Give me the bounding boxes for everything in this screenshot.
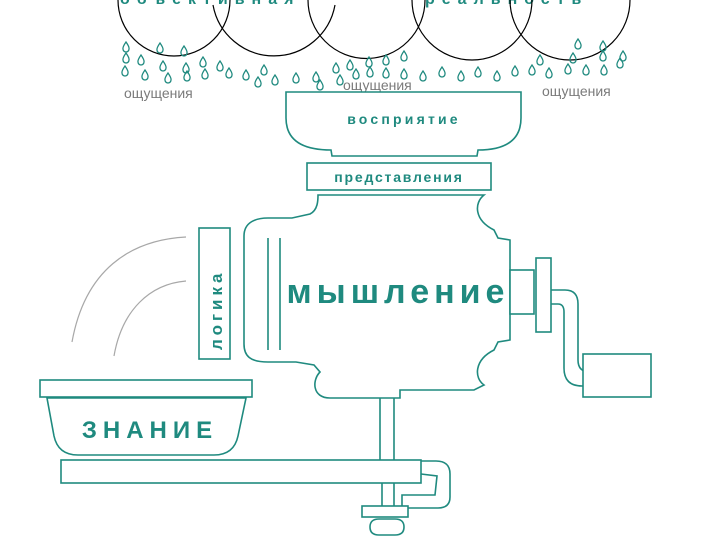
raindrop xyxy=(336,73,344,86)
raindrop xyxy=(582,63,590,76)
neck-box xyxy=(306,162,492,191)
raindrops xyxy=(121,37,627,91)
raindrop xyxy=(242,68,250,81)
raindrop xyxy=(141,68,149,81)
grinder-body xyxy=(243,194,511,399)
raindrop xyxy=(121,64,129,77)
raindrop xyxy=(260,63,268,76)
raindrop xyxy=(312,70,320,83)
raindrop xyxy=(457,69,465,82)
raindrop xyxy=(419,69,427,82)
raindrop xyxy=(564,62,572,75)
raindrop xyxy=(122,51,130,64)
raindrop xyxy=(216,59,224,72)
raindrop xyxy=(346,58,354,71)
raindrop xyxy=(254,75,262,88)
raindrop xyxy=(528,63,536,76)
raindrop xyxy=(400,67,408,80)
raindrop xyxy=(180,44,188,57)
raindrop xyxy=(619,49,627,62)
clamp-pad xyxy=(361,505,409,518)
raindrop xyxy=(183,69,191,82)
raindrop xyxy=(156,41,164,54)
raindrop xyxy=(438,65,446,78)
top-text-right: реальность xyxy=(425,0,588,8)
cloud-arc-2 xyxy=(212,4,336,57)
sensation-label-right: ощущения xyxy=(542,83,611,99)
raindrop xyxy=(511,64,519,77)
raindrop xyxy=(599,49,607,62)
sensation-label-center: ощущения xyxy=(343,77,412,93)
sensation-label-left: ощущения xyxy=(124,85,193,101)
raindrop xyxy=(382,53,390,66)
raindrop xyxy=(164,71,172,84)
raindrop xyxy=(474,65,482,78)
top-text-left: объективная xyxy=(120,0,300,8)
raindrop xyxy=(271,73,279,86)
raindrop xyxy=(352,67,360,80)
logic-label: логика xyxy=(207,270,226,350)
table-platform xyxy=(60,459,422,484)
raindrop xyxy=(574,37,582,50)
cloud-arc-4 xyxy=(411,0,533,61)
raindrop xyxy=(536,53,544,66)
raindrop xyxy=(199,55,207,68)
raindrop xyxy=(365,55,373,68)
funnel xyxy=(285,91,522,157)
raindrop xyxy=(316,78,324,91)
bowl-rim xyxy=(39,379,253,398)
cloud-arc-1 xyxy=(117,0,231,57)
raindrop xyxy=(332,61,340,74)
barrel-lines xyxy=(267,238,281,350)
guide-line-outer xyxy=(71,236,187,343)
raindrop xyxy=(137,53,145,66)
raindrop xyxy=(159,59,167,72)
raindrop xyxy=(616,56,624,69)
raindrop xyxy=(400,49,408,62)
guide-line-inner xyxy=(113,280,187,357)
raindrop xyxy=(600,63,608,76)
feed-tube xyxy=(379,390,395,460)
cloud-arc-5 xyxy=(509,0,631,61)
raindrop xyxy=(569,51,577,64)
logic-box xyxy=(198,227,231,360)
bowl-label: ЗНАНИЕ xyxy=(82,417,218,444)
raindrop xyxy=(122,40,130,53)
raindrop xyxy=(292,71,300,84)
cloud-arc-3 xyxy=(307,0,426,60)
crank-handle xyxy=(582,353,652,398)
raindrop xyxy=(545,66,553,79)
funnel-label: восприятие xyxy=(347,111,461,127)
main-label: мышление xyxy=(287,273,510,311)
crank-collar xyxy=(509,269,535,315)
raindrop xyxy=(599,39,607,52)
raindrop xyxy=(366,65,374,78)
crank-flange xyxy=(535,257,552,333)
bowl xyxy=(46,397,247,456)
raindrop xyxy=(382,66,390,79)
clamp-frame xyxy=(401,460,451,509)
raindrop xyxy=(225,66,233,79)
clamp-knob xyxy=(369,518,405,536)
raindrop xyxy=(201,67,209,80)
neck-label: представления xyxy=(334,169,463,185)
clouds xyxy=(117,0,631,61)
raindrop xyxy=(493,69,501,82)
